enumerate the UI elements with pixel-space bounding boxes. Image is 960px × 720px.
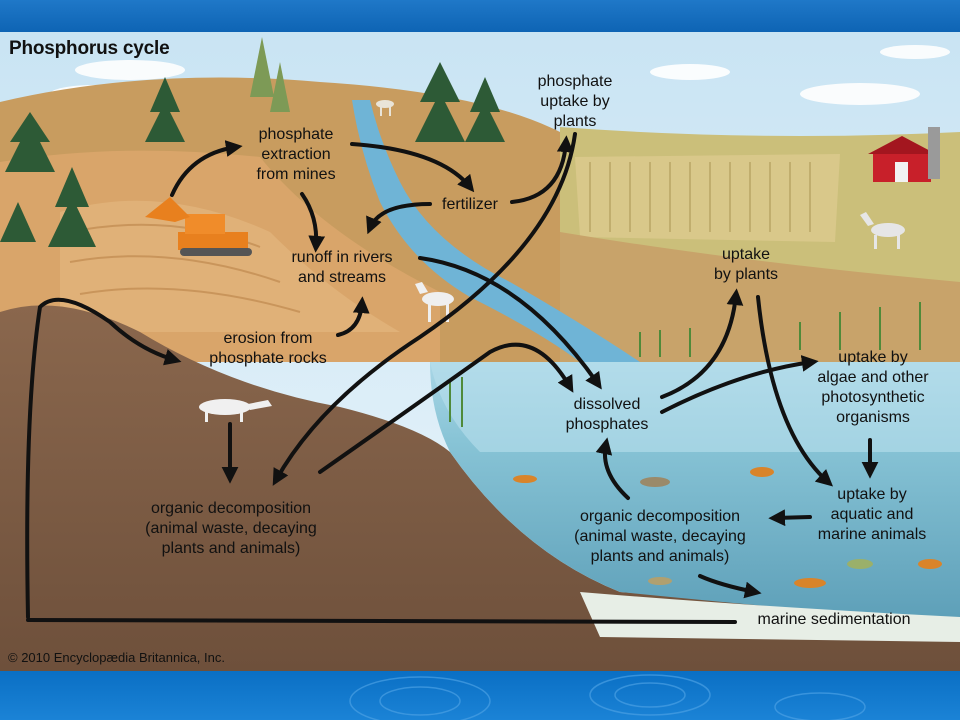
llama-icon (199, 399, 272, 422)
label-uptake-by-algae: uptake by algae and other photosynthetic… (817, 349, 929, 426)
excavator-icon (145, 197, 252, 256)
label-phosphate-uptake-by-plants: phosphate uptake by plants (537, 73, 613, 130)
copyright-credit: © 2010 Encyclopædia Britannica, Inc. (8, 650, 225, 665)
label-organic-decomposition-water: organic decomposition (animal waste, dec… (574, 508, 746, 565)
top-banner-bar (0, 0, 960, 32)
label-organic-decomposition-land: organic decomposition (animal waste, dec… (145, 500, 317, 557)
scene-background (0, 32, 960, 671)
label-marine-sedimentation: marine sedimentation (757, 611, 911, 628)
deer-icon (376, 100, 394, 116)
water-ripple-decoration (349, 674, 866, 720)
diagram-title: Phosphorus cycle (9, 38, 170, 59)
label-fertilizer: fertilizer (441, 196, 499, 213)
fish-icon (513, 467, 942, 588)
label-dissolved-phosphates: dissolved phosphates (565, 396, 649, 433)
label-erosion: erosion from phosphate rocks (209, 330, 327, 367)
horse-icon (860, 212, 905, 249)
label-uptake-by-plants: uptake by plants (713, 246, 779, 283)
horse-center-icon (415, 282, 454, 322)
barn-icon (868, 127, 940, 182)
bottom-banner-bar (0, 671, 960, 720)
label-runoff: runoff in rivers and streams (291, 249, 393, 286)
label-phosphate-extraction: phosphate extraction from mines (256, 126, 336, 183)
label-uptake-by-aquatic-animals: uptake by aquatic and marine animals (817, 486, 927, 543)
phosphorus-cycle-illustration: Phosphorus cycle phosphate extraction fr… (0, 32, 960, 671)
